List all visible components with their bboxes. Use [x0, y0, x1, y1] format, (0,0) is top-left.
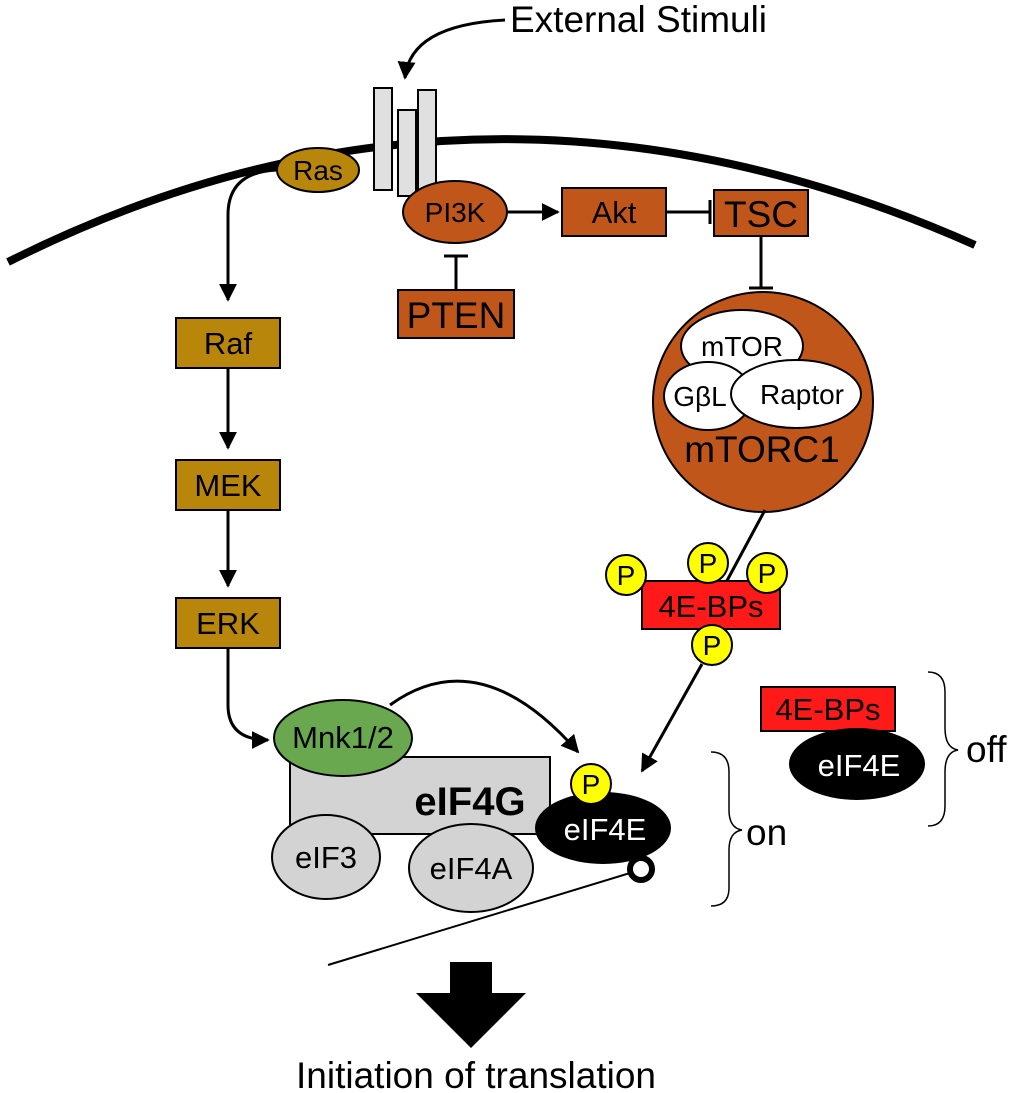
mtor-label: mTOR [701, 331, 783, 362]
mnk-label: Mnk1/2 [292, 720, 394, 755]
raf-node [175, 317, 281, 369]
eif4e-on-label: eIF4E [564, 812, 647, 847]
eif4a-node [408, 823, 534, 913]
membrane-receptor [373, 87, 437, 197]
erk-mnk-arrow [226, 648, 270, 749]
raf-label: Raf [204, 326, 253, 361]
tsc-mtorc1-inhibition [749, 236, 773, 290]
external-stimuli-label: External Stimuli [510, 0, 767, 40]
mek-label: MEK [194, 468, 262, 503]
eif3-node [271, 814, 381, 900]
eif4e-node-off [789, 728, 925, 800]
4ebps-phosphorylated-label: 4E-BPs [658, 589, 763, 624]
ras-raf-arrow [219, 168, 278, 302]
4ebps-bound-label: 4E-BPs [775, 692, 880, 727]
svg-text:P: P [617, 560, 636, 591]
on-label: on [746, 812, 787, 853]
pi3k-label: PI3K [425, 197, 486, 228]
phosphate-group: P [687, 542, 729, 584]
gbl-label: GβL [673, 381, 726, 412]
phosphate-group: P [746, 552, 788, 594]
initiation-label: Initiation of translation [296, 1055, 656, 1093]
stimuli-arrow [397, 18, 506, 80]
mnk-node [273, 699, 413, 777]
phosphate-group: P [605, 554, 647, 596]
ras-label: Ras [293, 155, 343, 186]
off-brace [927, 671, 959, 827]
eif4e-phosphate: P [570, 763, 612, 805]
phosphate-group: P [691, 624, 733, 666]
svg-text:P: P [699, 548, 718, 579]
eif4e-node-on [535, 792, 671, 864]
on-brace [710, 751, 743, 907]
raptor-label: Raptor [760, 379, 844, 410]
akt-node [561, 187, 667, 237]
eif4a-label: eIF4A [430, 851, 513, 886]
akt-tsc-inhibition [666, 200, 712, 224]
raptor-subunit [730, 359, 862, 429]
4ebps-bound [760, 686, 896, 732]
translation-arrow [416, 962, 526, 1048]
eif3-label: eIF3 [295, 840, 357, 875]
4ebp-eif4e-arrow [640, 663, 704, 773]
eif4g-label: eIF4G [414, 780, 525, 824]
erk-node [175, 597, 281, 649]
akt-label: Akt [592, 195, 637, 230]
mrna-strand [327, 869, 641, 966]
pten-node [397, 289, 515, 339]
mtorc1-4ebp-line [720, 509, 767, 591]
erk-label: ERK [196, 606, 260, 641]
svg-text:P: P [703, 630, 722, 661]
mtorc1-label: mTORC1 [684, 429, 840, 470]
tsc-node [713, 189, 809, 237]
pten-pi3k-inhibition [444, 254, 468, 290]
cell-membrane [6, 135, 977, 266]
pten-label: PTEN [407, 295, 506, 336]
mnk-eif4e-arrow [389, 679, 580, 754]
off-label: off [966, 729, 1007, 770]
eif4e-off-label: eIF4E [818, 748, 901, 783]
svg-text:P: P [582, 769, 601, 800]
pi3k-node [402, 180, 508, 244]
tsc-label: TSC [724, 194, 798, 235]
svg-text:P: P [758, 558, 777, 589]
mrna-cap [627, 855, 655, 883]
